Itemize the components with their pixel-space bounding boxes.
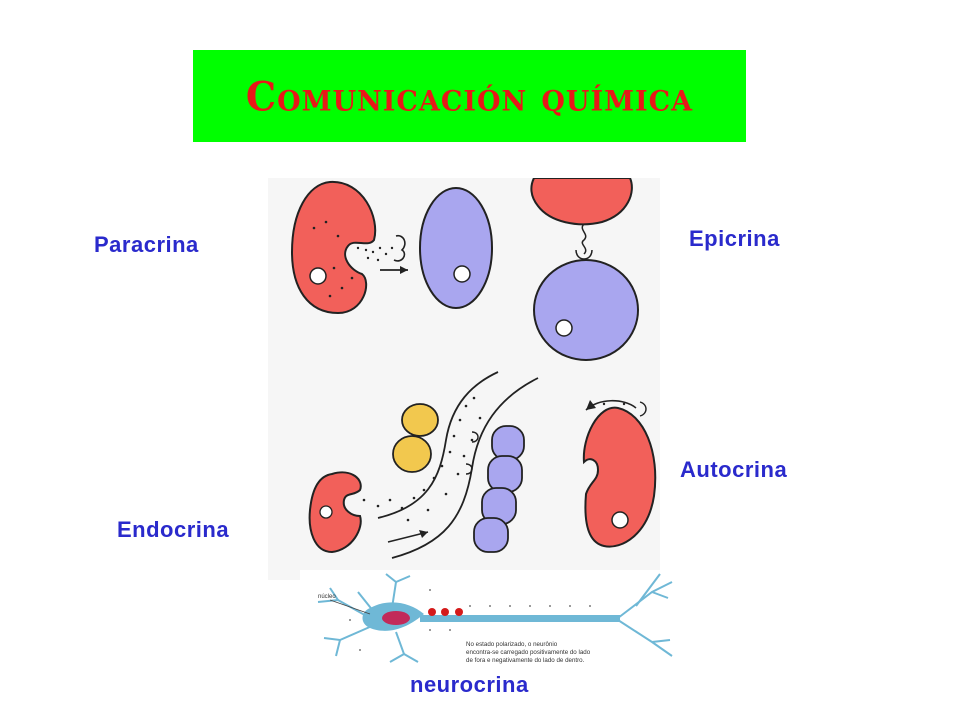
autocrine-loop-arrowhead <box>586 400 596 410</box>
nucleus-caption: núcleo <box>318 594 336 600</box>
paracrine-arrow-head <box>400 266 408 274</box>
neuron-vesicles <box>428 608 463 616</box>
epicrine-receptor <box>575 249 593 260</box>
autocrine-nucleus <box>611 511 629 529</box>
yellow-cell-bottom <box>392 435 432 473</box>
title-banner: Comunicación química <box>193 50 746 142</box>
epicrine-nucleus <box>555 319 573 337</box>
endocrine-receptor-2 <box>465 463 473 475</box>
label-neurocrina: neurocrina <box>410 672 529 697</box>
neuron-caption-line-1: No estado polarizado, o neurônio <box>466 641 558 648</box>
blue-target-cells <box>473 425 525 553</box>
epicrine-red-cell <box>530 178 633 226</box>
paracrine-target-nucleus <box>453 265 471 283</box>
neuron-nucleus <box>382 611 410 625</box>
blue-cell-1 <box>491 425 525 461</box>
label-endocrina: Endocrina <box>117 517 230 542</box>
paracrine-vesicles <box>312 220 394 298</box>
label-autocrina: Autocrina <box>680 457 788 482</box>
neuron-diagram: núcleo No estado polarizado, o neurônio … <box>300 570 685 668</box>
endocrine-flow-arrowhead <box>419 530 428 538</box>
blue-cell-4 <box>473 517 509 553</box>
endocrine-secreting-cell <box>308 471 362 554</box>
yellow-cells <box>392 403 439 473</box>
neuron-axon <box>420 615 620 622</box>
neuron-dendrites <box>317 573 419 663</box>
autocrine-cell <box>582 406 657 548</box>
blood-vessel-wall-inner <box>377 371 499 519</box>
neuron-charge-dots <box>349 589 591 651</box>
label-epicrina: Epicrina <box>689 226 780 251</box>
endocrine-nucleus <box>319 505 333 519</box>
epicrine-junction <box>581 223 587 255</box>
autocrine-receptor <box>639 401 647 417</box>
blue-cell-2 <box>487 455 523 493</box>
paracrine-nucleus <box>309 267 327 285</box>
axon-terminals <box>617 573 673 657</box>
epicrine-diagram <box>530 178 639 361</box>
label-paracrina: Paracrina <box>94 232 199 257</box>
endocrine-receptor-1 <box>471 431 479 443</box>
autocrine-diagram <box>582 399 657 548</box>
paracrine-target-cell <box>419 187 493 309</box>
signaling-diagram <box>268 178 660 580</box>
paracrine-receptor <box>393 234 406 262</box>
endocrine-diagram <box>308 371 539 559</box>
yellow-cell-top <box>401 403 439 437</box>
epicrine-blue-cell <box>533 259 639 361</box>
neuron-caption-line-3: de fora e negativamente do lado de dentr… <box>466 657 585 664</box>
hormone-particles <box>362 396 482 522</box>
nucleus-pointer-line <box>329 599 371 615</box>
paracrine-diagram <box>290 180 493 315</box>
page-title: Comunicación química <box>245 72 694 120</box>
neuron-caption-line-2: encontra-se carregado positivamente do l… <box>466 649 591 656</box>
